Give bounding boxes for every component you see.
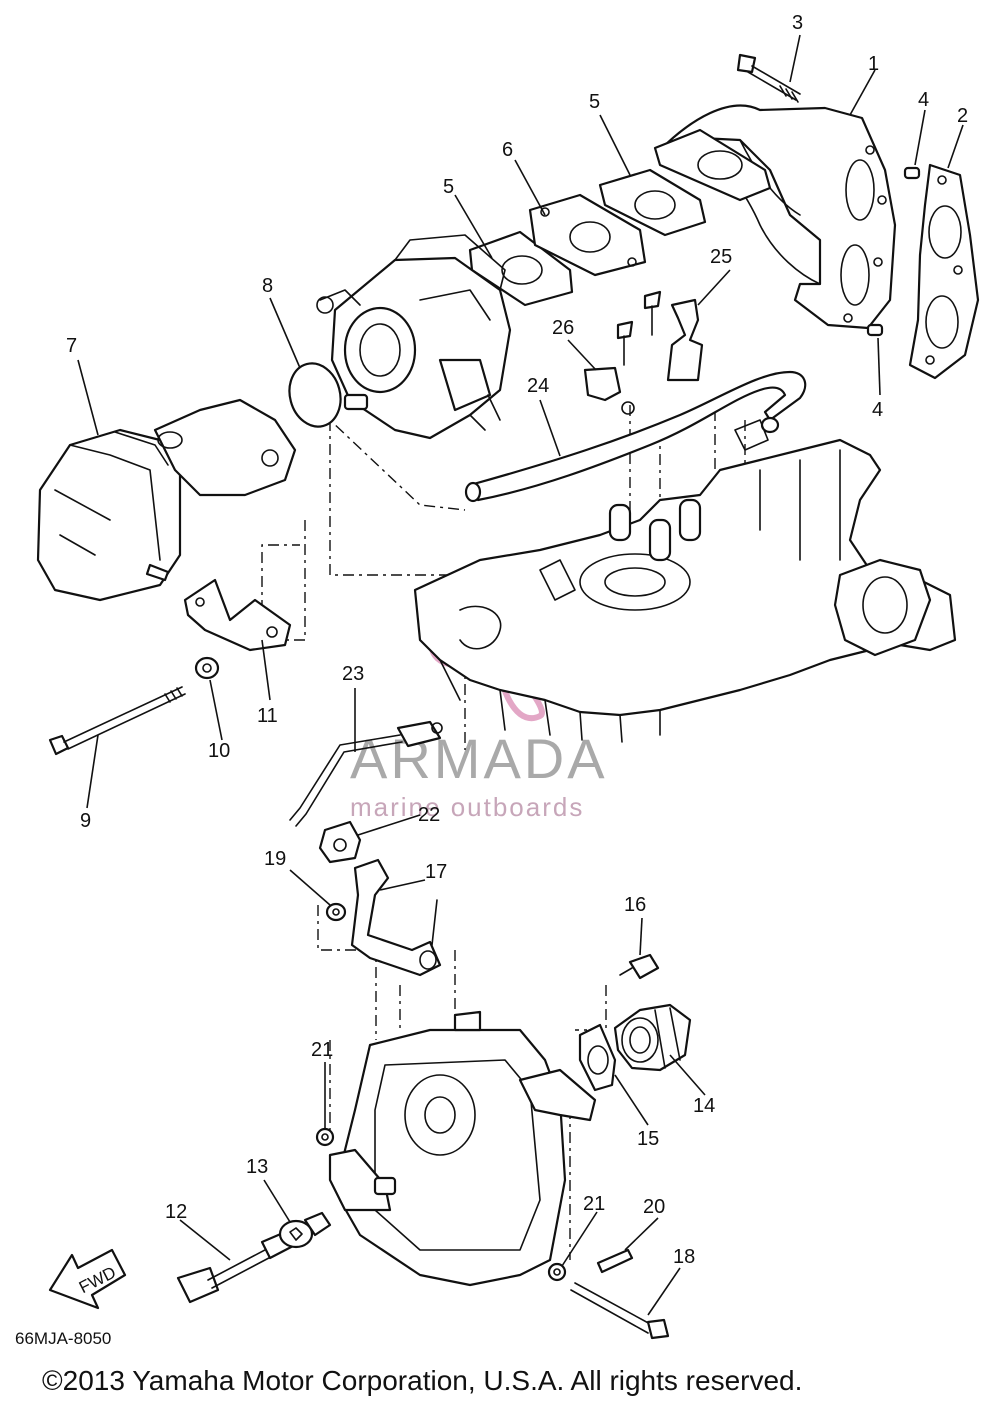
- callout-6: 6: [502, 139, 513, 161]
- washer-19: [325, 902, 347, 922]
- callout-11: 11: [257, 705, 278, 727]
- dowel-pins: [866, 166, 921, 337]
- callout-1: 1: [868, 53, 879, 75]
- callout-20: 20: [643, 1196, 665, 1218]
- callout-5-left: 5: [443, 176, 454, 198]
- hose-clamp-26: [583, 320, 635, 415]
- choke-knob: [176, 1228, 297, 1304]
- silencer-bracket: [183, 578, 292, 652]
- callout-numbers: 3 1 4 2 5 6 5 25 8 26 7 24 4 23 11 10 9 …: [66, 12, 968, 1268]
- callout-9: 9: [80, 810, 91, 832]
- manifold-gasket: [908, 163, 980, 380]
- washer-21-lower: [547, 1262, 567, 1282]
- callout-25: 25: [710, 246, 732, 268]
- callout-15: 15: [637, 1128, 659, 1150]
- fuel-hose: [464, 370, 807, 503]
- callout-7: 7: [66, 335, 77, 357]
- callout-4-top: 4: [918, 89, 929, 111]
- drawing-code: 66MJA-8050: [15, 1329, 111, 1348]
- choke-lever: [350, 858, 442, 977]
- washer-21-upper: [315, 1127, 335, 1147]
- carburetor-o-ring: [288, 362, 342, 428]
- silencer-grommet: [194, 656, 220, 680]
- callout-26: 26: [552, 317, 574, 339]
- bolt-18: [570, 1282, 670, 1340]
- carburetor-gaskets: [468, 128, 772, 307]
- watermark: ARMADA marine outboards: [350, 587, 608, 822]
- callout-23: 23: [342, 663, 364, 685]
- callout-2: 2: [957, 105, 968, 127]
- callout-24: 24: [527, 375, 549, 397]
- silencer-bolt: [48, 686, 186, 756]
- callout-13: 13: [246, 1156, 268, 1178]
- hose-grommet-14: [613, 1003, 692, 1072]
- callout-4-bottom: 4: [872, 399, 883, 421]
- carburetor-spacer: [528, 193, 647, 277]
- callout-22: 22: [418, 804, 440, 826]
- engine-block: [413, 419, 957, 743]
- pin-20: [596, 1248, 634, 1274]
- callout-18: 18: [673, 1246, 695, 1268]
- screw-16: [619, 953, 660, 980]
- callout-12: 12: [165, 1201, 187, 1223]
- callout-3: 3: [792, 12, 803, 34]
- knob-seal-13: [278, 1211, 332, 1249]
- callout-21-lower: 21: [583, 1193, 605, 1215]
- callout-5-right: 5: [589, 91, 600, 113]
- callout-17: 17: [425, 861, 447, 883]
- manifold-bolt: [736, 53, 801, 103]
- rod-joint: [318, 820, 362, 864]
- watermark-tagline: marine outboards: [350, 792, 584, 822]
- callout-16: 16: [624, 894, 646, 916]
- hose-clamp-25: [643, 290, 704, 382]
- lower-silencer-box: [328, 1010, 597, 1287]
- callout-10: 10: [208, 740, 230, 762]
- callout-14: 14: [693, 1095, 715, 1117]
- callout-8: 8: [262, 275, 273, 297]
- callout-19: 19: [264, 848, 286, 870]
- gasket-15: [578, 1023, 617, 1092]
- forward-direction-arrow: FWD: [48, 1248, 127, 1310]
- copyright-notice: ©2013 Yamaha Motor Corporation, U.S.A. A…: [42, 1365, 802, 1396]
- intake-silencer: [36, 398, 297, 602]
- carburetor: [316, 234, 512, 440]
- choke-link-rod: [289, 720, 443, 827]
- callout-21-upper: 21: [311, 1039, 333, 1061]
- leader-lines: [77, 34, 964, 1316]
- watermark-brand: ARMADA: [350, 727, 608, 790]
